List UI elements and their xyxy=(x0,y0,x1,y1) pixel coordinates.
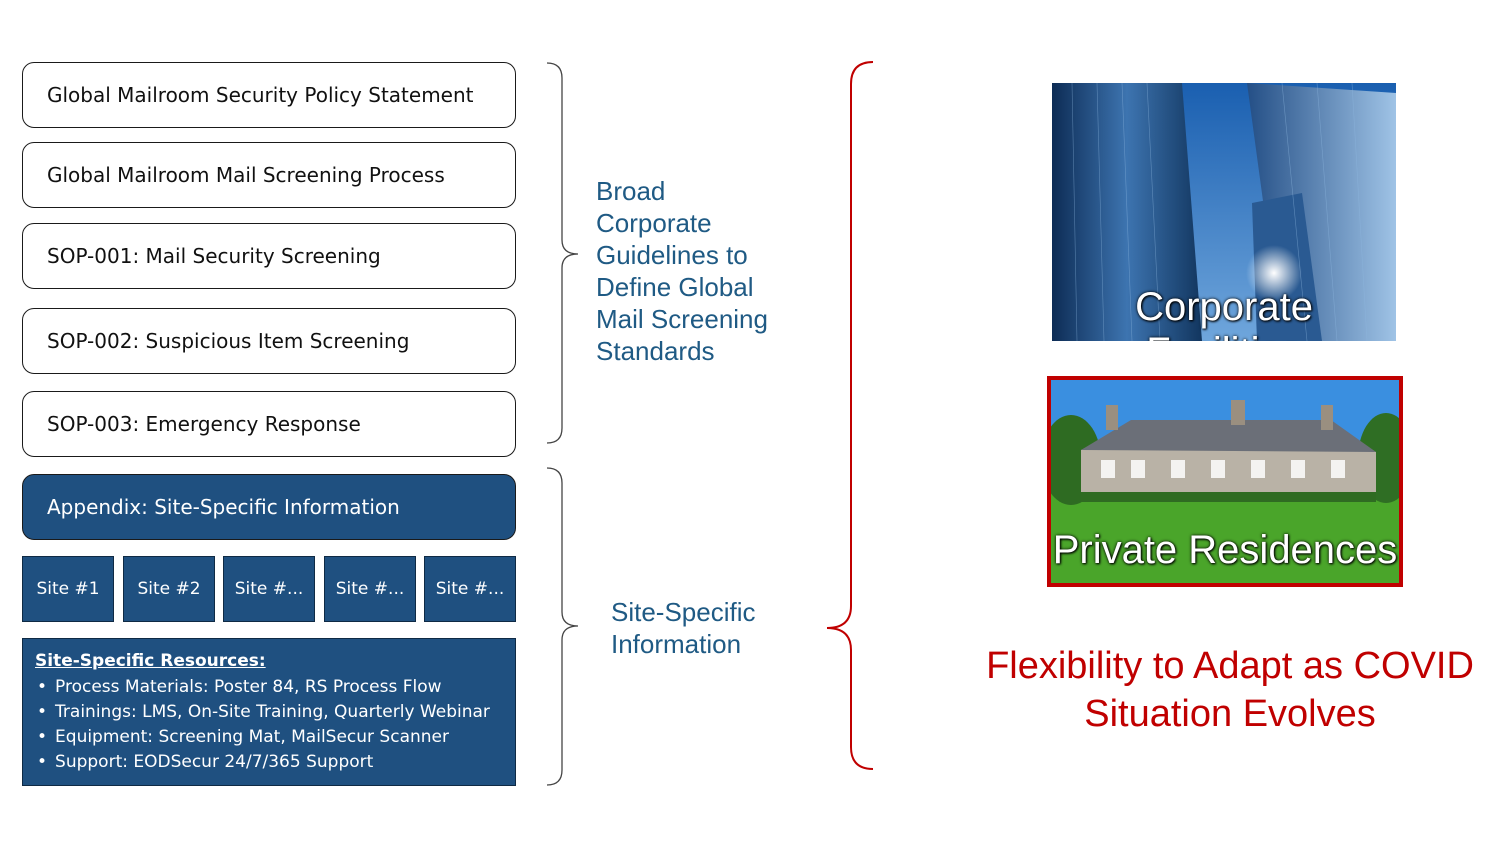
bracket-overall xyxy=(826,61,874,770)
doc-sop-002: SOP-002: Suspicious Item Screening xyxy=(22,308,516,374)
resource-item: Support: EODSecur 24/7/365 Support xyxy=(35,750,503,775)
site-label: Site #... xyxy=(335,579,405,599)
site-box: Site #... xyxy=(223,556,315,622)
label-line: Mail Screening xyxy=(596,304,768,334)
flexibility-statement: Flexibility to Adapt as COVID Situation … xyxy=(960,642,1500,738)
doc-label: SOP-003: Emergency Response xyxy=(47,412,361,436)
site-box: Site #... xyxy=(424,556,516,622)
site-label: Site #... xyxy=(234,579,304,599)
site-label: Site #1 xyxy=(36,579,100,599)
label-line: Define Global xyxy=(596,272,754,302)
label-line: Broad xyxy=(596,176,666,206)
private-residences-photo: Private Residences xyxy=(1047,376,1403,587)
resource-item: Equipment: Screening Mat, MailSecur Scan… xyxy=(35,725,503,750)
flexibility-line: Situation Evolves xyxy=(1084,693,1376,735)
appendix-box: Appendix: Site-Specific Information xyxy=(22,474,516,540)
flexibility-line: Flexibility to Adapt as COVID xyxy=(986,645,1474,687)
doc-sop-001: SOP-001: Mail Security Screening xyxy=(22,223,516,289)
doc-sop-003: SOP-003: Emergency Response xyxy=(22,391,516,457)
label-line: Guidelines to xyxy=(596,240,748,270)
resource-item: Process Materials: Poster 84, RS Process… xyxy=(35,675,503,700)
private-residences-caption: Private Residences xyxy=(1052,528,1398,572)
label-line: Corporate xyxy=(596,208,712,238)
resources-list: Process Materials: Poster 84, RS Process… xyxy=(35,675,503,775)
appendix-label: Appendix: Site-Specific Information xyxy=(47,495,400,519)
doc-screening-process: Global Mailroom Mail Screening Process xyxy=(22,142,516,208)
mansion-image xyxy=(1051,380,1399,583)
broad-guidelines-label: Broad Corporate Guidelines to Define Glo… xyxy=(596,175,768,367)
corporate-facilities-caption: Corporate Facilities xyxy=(1135,285,1313,341)
site-label: Site #... xyxy=(435,579,505,599)
site-box: Site #1 xyxy=(22,556,114,622)
bracket-guidelines xyxy=(546,62,579,444)
label-line: Standards xyxy=(596,336,715,366)
site-box: Site #2 xyxy=(123,556,215,622)
doc-policy-statement: Global Mailroom Security Policy Statemen… xyxy=(22,62,516,128)
skyscrapers-image xyxy=(1052,83,1396,341)
label-line: Site-Specific xyxy=(611,597,756,627)
doc-label: SOP-002: Suspicious Item Screening xyxy=(47,329,410,353)
bracket-site-specific xyxy=(546,467,579,786)
site-box: Site #... xyxy=(324,556,416,622)
corporate-facilities-photo: Corporate Facilities xyxy=(1052,83,1396,341)
doc-label: Global Mailroom Security Policy Statemen… xyxy=(47,83,474,107)
resources-box: Site-Specific Resources: Process Materia… xyxy=(22,638,516,786)
site-label: Site #2 xyxy=(137,579,201,599)
site-specific-label: Site-Specific Information xyxy=(611,596,756,660)
doc-label: Global Mailroom Mail Screening Process xyxy=(47,163,445,187)
resource-item: Trainings: LMS, On-Site Training, Quarte… xyxy=(35,700,503,725)
resources-title: Site-Specific Resources: xyxy=(35,651,266,671)
doc-label: SOP-001: Mail Security Screening xyxy=(47,244,381,268)
label-line: Information xyxy=(611,629,742,659)
